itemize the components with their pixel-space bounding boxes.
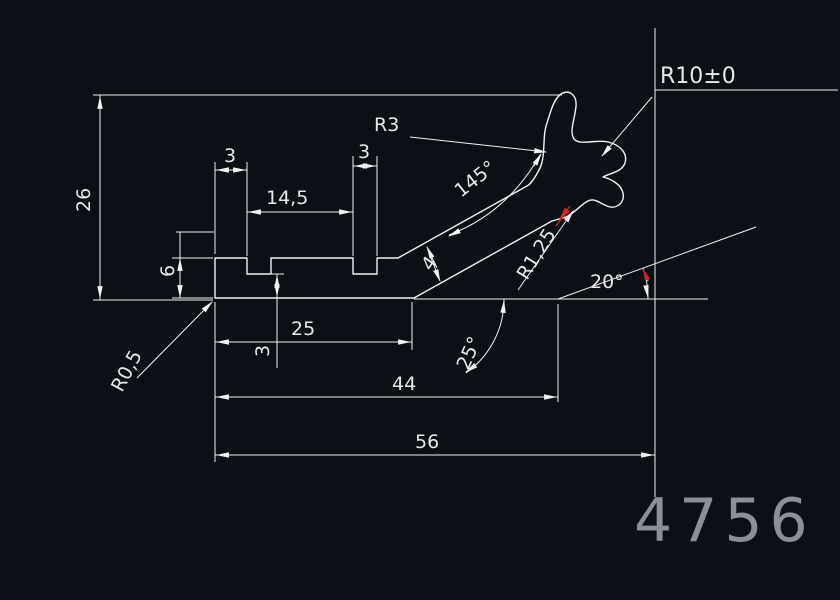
dim-label-26: 26 — [73, 188, 95, 212]
angle-arcs — [448, 153, 651, 374]
dim-label-4: 4 — [417, 252, 442, 275]
red-highlight-marks — [555, 205, 571, 227]
dim-label-44: 44 — [392, 373, 416, 395]
dim-label-6: 6 — [157, 265, 179, 277]
dim-label-3-bottom: 3 — [252, 345, 274, 357]
dim-label-3-top-left: 3 — [224, 145, 236, 167]
dim-label-14-5: 14,5 — [266, 187, 308, 209]
extension-lines — [93, 28, 757, 497]
dim-label-r10: R10±0 — [660, 64, 736, 89]
dim-label-r3: R3 — [374, 114, 399, 136]
dim-label-25: 25 — [291, 318, 315, 340]
dim-label-145deg: 145° — [451, 156, 501, 202]
profile-outline — [214, 91, 627, 299]
dim-label-56: 56 — [415, 431, 439, 453]
dim-label-20deg: 20° — [590, 271, 624, 293]
dimension-lines — [97, 95, 655, 458]
leader-lines — [136, 89, 838, 379]
dim-label-3-top-right: 3 — [358, 141, 370, 163]
dim-label-r0-5: R0,5 — [107, 347, 147, 396]
part-number: 4756 — [634, 486, 815, 556]
dim-label-25deg: 25° — [452, 333, 486, 373]
dim-label-r1-25: R1,25 — [513, 225, 561, 284]
